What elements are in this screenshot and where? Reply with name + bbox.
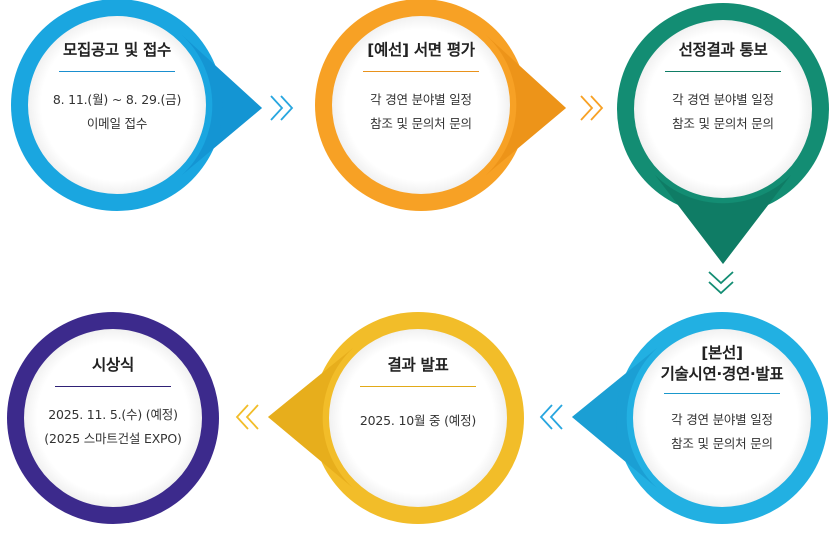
step-4-title-1: [본선] [701, 344, 743, 362]
step-4-line-2: 참조 및 문의처 문의 [671, 436, 773, 451]
step-5-line-1: 2025. 10월 중 (예정) [359, 413, 477, 428]
step-4-line-1: 각 경연 분야별 일정 [671, 412, 773, 427]
step-6-line-1: 2025. 11. 5.(수) (예정) [48, 407, 178, 422]
step-2-divider [363, 71, 479, 72]
step-5-title: 결과 발표 [387, 356, 449, 374]
step-2-line-1: 각 경연 분야별 일정 [370, 92, 472, 107]
step-2-inner [332, 16, 510, 194]
step-2-shape [315, 0, 566, 211]
step-6-inner [24, 329, 202, 507]
step-6-line-2: (2025 스마트건설 EXPO) [44, 431, 182, 446]
step-5-divider [360, 386, 476, 387]
step-3-inner [634, 20, 812, 198]
step-1-inner [28, 16, 206, 194]
step-3-shape [617, 3, 829, 264]
step-5-inner [329, 329, 507, 507]
step-1-shape [11, 0, 262, 211]
step-1-title: 모집공고 및 접수 [63, 41, 171, 59]
chevron-right-icon [270, 95, 294, 121]
chevron-left-icon [235, 404, 259, 430]
step-3-title: 선정결과 통보 [678, 41, 768, 59]
step-1-ring-shade [182, 35, 262, 175]
step-6-divider [55, 386, 171, 387]
chevron-right-icon [580, 95, 604, 121]
step-5-shape [268, 312, 524, 524]
step-1-divider [59, 71, 175, 72]
step-4-inner [633, 329, 811, 507]
step-4-ring-shade [572, 348, 657, 488]
step-3-line-1: 각 경연 분야별 일정 [672, 92, 774, 107]
step-1-card: 모집공고 및 접수 8. 11.(월) ~ 8. 29.(금) 이메일 접수 [32, 40, 202, 136]
step-6-title: 시상식 [92, 356, 134, 374]
step-3-divider [665, 71, 781, 72]
step-4-shape [572, 312, 828, 524]
step-6-shape [7, 312, 219, 524]
step-3-card: 선정결과 통보 각 경연 분야별 일정 참조 및 문의처 문의 [638, 40, 808, 136]
step-4-card: [본선] 기술시연·경연·발표 각 경연 분야별 일정 참조 및 문의처 문의 [637, 343, 807, 456]
step-2-line-2: 참조 및 문의처 문의 [370, 116, 472, 131]
step-3-ring-shade [655, 175, 791, 264]
chevron-left-icon [539, 404, 563, 430]
step-3-line-2: 참조 및 문의처 문의 [672, 116, 774, 131]
step-1-line-1: 8. 11.(월) ~ 8. 29.(금) [52, 92, 182, 107]
step-4-title-2: 기술시연·경연·발표 [660, 365, 784, 383]
step-5-card: 결과 발표 2025. 10월 중 (예정) [333, 355, 503, 433]
step-1-line-2: 이메일 접수 [86, 116, 148, 131]
chevron-down-icon [708, 271, 734, 295]
step-6-card: 시상식 2025. 11. 5.(수) (예정) (2025 스마트건설 EXP… [28, 355, 198, 451]
step-4-divider [664, 393, 780, 394]
step-2-card: [예선] 서면 평가 각 경연 분야별 일정 참조 및 문의처 문의 [336, 40, 506, 136]
step-2-ring-shade [486, 35, 566, 175]
step-5-ring-shade [268, 348, 353, 488]
step-2-title: [예선] 서면 평가 [367, 41, 475, 59]
